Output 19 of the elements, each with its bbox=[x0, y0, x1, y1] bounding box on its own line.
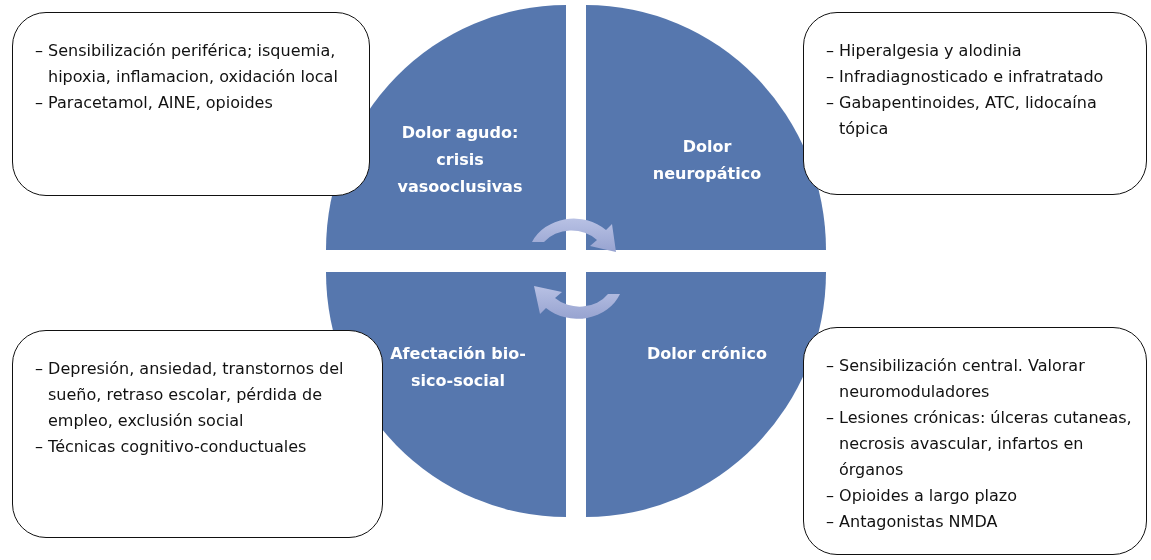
bullet-text: – Depresión, ansiedad, transtornos del sueño, retraso escolar, pérdida de empleo, exclusión social bbox=[35, 358, 345, 432]
bullet-text: – Técnicas cognitivo-conductuales bbox=[35, 436, 308, 458]
bullet-text: – Infradiagnosticado e infratratado bbox=[826, 66, 1105, 88]
sector-title: Afectación bio-sico-social bbox=[390, 343, 526, 392]
sector-title: Dolor agudo: crisis vasooclusivas bbox=[396, 122, 524, 198]
note-card bbox=[803, 12, 1147, 195]
note-card bbox=[12, 12, 370, 196]
bullet-text: – Opioides a largo plazo bbox=[826, 485, 1018, 507]
bullet-text: – Paracetamol, AINE, opioides bbox=[35, 92, 274, 114]
bullet-text: – Lesiones crónicas: úlceras cutaneas, necrosis avascular, infartos en órganos bbox=[826, 407, 1133, 481]
sector-title: Dolor crónico bbox=[646, 343, 768, 365]
bullet-text: – Gabapentinoides, ATC, lidocaína tópica bbox=[826, 92, 1098, 140]
note-card bbox=[803, 327, 1147, 555]
sector-title: Dolor neuropático bbox=[651, 136, 763, 185]
note-card bbox=[12, 330, 383, 538]
bullet-text: – Hiperalgesia y alodinia bbox=[826, 40, 1023, 62]
bullet-text: – Sensibilización central. Valorar neuromoduladores bbox=[826, 355, 1086, 403]
bullet-text: – Antagonistas NMDA bbox=[826, 511, 999, 533]
bullet-text: – Sensibilización periférica; isquemia, hipoxia, inflamacion, oxidación local bbox=[35, 40, 339, 88]
